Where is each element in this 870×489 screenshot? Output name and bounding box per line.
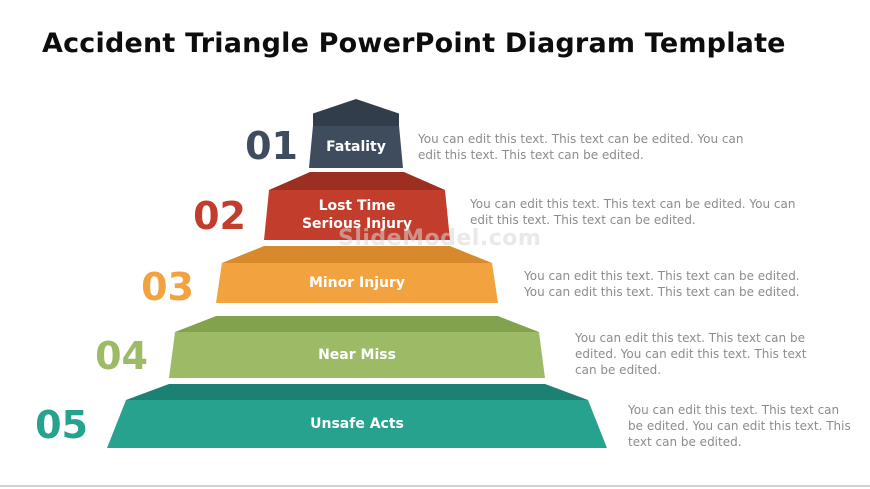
level-number: 03	[141, 265, 194, 309]
pyramid-band	[169, 332, 545, 378]
watermark: SlideModel.com	[338, 226, 542, 251]
level-description: You can edit this text. This text can be…	[418, 132, 744, 163]
pyramid-cap	[126, 384, 588, 400]
level-label: Near Miss	[318, 346, 396, 363]
level-number: 04	[95, 334, 148, 378]
level-number: 02	[193, 194, 246, 238]
level-label: Fatality	[326, 138, 386, 155]
level-label: Lost Time Serious Injury	[301, 197, 413, 232]
pyramid-cap	[222, 246, 492, 263]
pyramid-band	[264, 190, 450, 240]
pyramid-cap	[313, 99, 399, 127]
level-number: 05	[35, 403, 88, 447]
page-title: Accident Triangle PowerPoint Diagram Tem…	[42, 28, 786, 59]
level-description: You can edit this text. This text can be…	[628, 403, 851, 450]
level-description: You can edit this text. This text can be…	[470, 197, 796, 228]
level-label: Unsafe Acts	[310, 415, 404, 432]
level-label: Minor Injury	[308, 274, 406, 291]
pyramid-cap	[269, 172, 445, 190]
pyramid-band	[216, 263, 498, 303]
pyramid-band	[309, 126, 403, 168]
level-description: You can edit this text. This text can be…	[575, 331, 807, 378]
footer-divider	[0, 485, 870, 487]
pyramid-band	[107, 400, 607, 448]
pyramid-cap	[175, 316, 539, 332]
level-number: 01	[245, 124, 298, 168]
level-description: You can edit this text. This text can be…	[524, 269, 800, 300]
